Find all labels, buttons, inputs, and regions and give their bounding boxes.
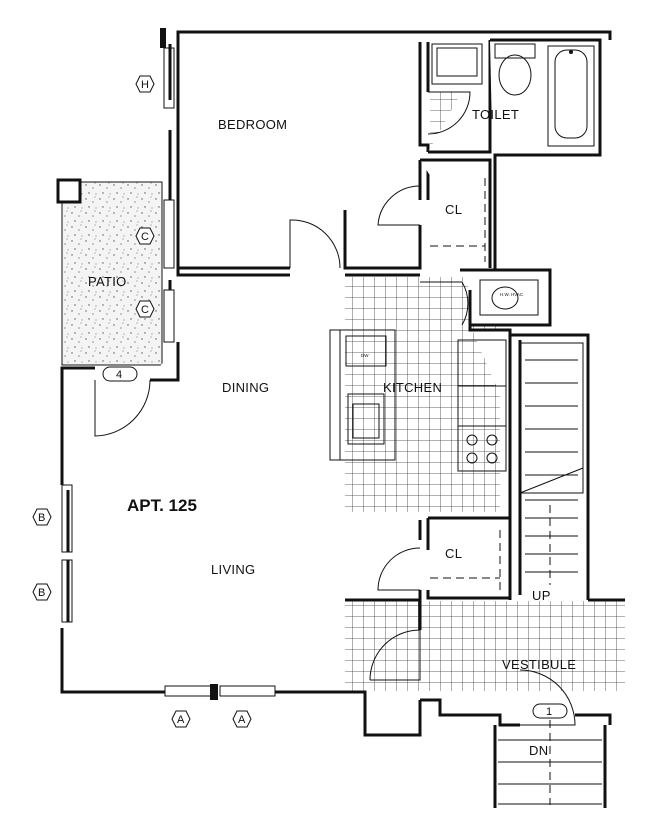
- stairs-down-label: DN: [529, 743, 548, 758]
- window-tag-a2: A: [232, 710, 252, 728]
- bedroom-label: BEDROOM: [218, 117, 287, 132]
- apartment-label: APT. 125: [127, 496, 197, 515]
- interior-walls: [176, 38, 625, 630]
- dishwasher-label: DW: [361, 353, 369, 358]
- patio-label: PATIO: [88, 274, 127, 289]
- vestibule-label: VESTIBULE: [502, 657, 576, 672]
- svg-text:1: 1: [546, 706, 552, 718]
- stairs-up-label: UP: [532, 588, 551, 603]
- bathroom-fixtures: [431, 43, 595, 147]
- room-labels: BEDROOM TOILET CL PATIO DINING KITCHEN A…: [88, 107, 576, 758]
- closet-bottom-label: CL: [445, 546, 462, 561]
- dining-label: DINING: [222, 380, 269, 395]
- svg-text:C: C: [141, 304, 149, 316]
- water-heater-label: H.W. HVAC: [500, 292, 524, 297]
- doors: [94, 91, 576, 726]
- door-tag-entry: 1: [532, 703, 568, 719]
- svg-text:B: B: [38, 587, 45, 599]
- closet-top-label: CL: [445, 202, 462, 217]
- kitchen-label: KITCHEN: [383, 380, 442, 395]
- patio-area: [56, 178, 163, 366]
- window-tag-c1: C: [135, 227, 155, 245]
- svg-text:C: C: [141, 231, 149, 243]
- svg-text:A: A: [238, 714, 246, 726]
- toilet-label: TOILET: [472, 107, 519, 122]
- window-tag-c2: C: [135, 300, 155, 318]
- exterior-walls: [60, 28, 612, 808]
- window-tag-b2: B: [32, 583, 52, 601]
- window-tag-b1: B: [32, 508, 52, 526]
- svg-text:B: B: [38, 512, 45, 524]
- svg-text:A: A: [177, 714, 185, 726]
- door-tag-patio: 4: [102, 366, 138, 382]
- svg-text:4: 4: [116, 369, 122, 381]
- windows: [61, 47, 276, 700]
- window-tag-h: H: [135, 75, 155, 93]
- window-tag-a1: A: [171, 710, 191, 728]
- kitchen-fixtures: DW H.W. HVAC: [329, 279, 539, 472]
- living-label: LIVING: [211, 562, 255, 577]
- closet-rods: [430, 178, 501, 590]
- svg-text:H: H: [141, 79, 149, 91]
- stairs-up: [519, 342, 584, 585]
- stairs-down: [498, 720, 602, 805]
